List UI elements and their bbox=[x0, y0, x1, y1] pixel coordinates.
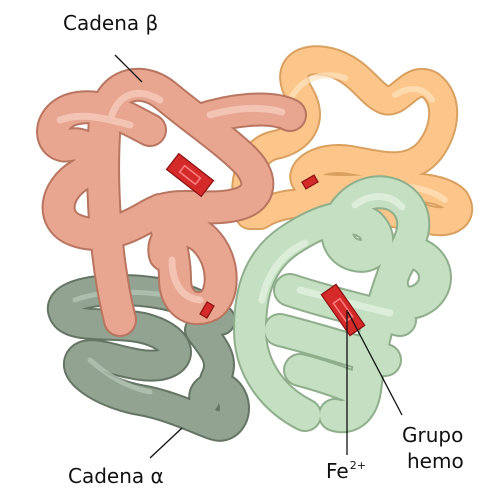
iron-label: Fe2+ bbox=[326, 459, 366, 483]
leader-beta-chain bbox=[114, 54, 143, 83]
heme-label-line1: Grupo bbox=[402, 423, 463, 447]
heme-plate bbox=[301, 174, 319, 190]
heme-plate bbox=[199, 301, 215, 319]
alpha-chain-label: Cadena α bbox=[68, 464, 164, 488]
beta1-chain-highlight bbox=[56, 89, 286, 304]
heme-group-alpha1 bbox=[199, 301, 215, 319]
heme-group-beta2 bbox=[301, 174, 319, 190]
leader-heme bbox=[347, 311, 403, 416]
alpha1-chain-body bbox=[49, 276, 248, 440]
heme-group-beta1 bbox=[165, 152, 215, 198]
heme-label-line2: hemo bbox=[407, 449, 464, 473]
heme-ring bbox=[178, 164, 202, 186]
leader-lines bbox=[114, 54, 403, 459]
heme-plate bbox=[165, 152, 215, 198]
alpha1-chain bbox=[47, 274, 250, 442]
leader-alpha-chain bbox=[149, 427, 183, 459]
beta-chain-label: Cadena β bbox=[63, 11, 158, 35]
heme-ring bbox=[332, 297, 354, 323]
